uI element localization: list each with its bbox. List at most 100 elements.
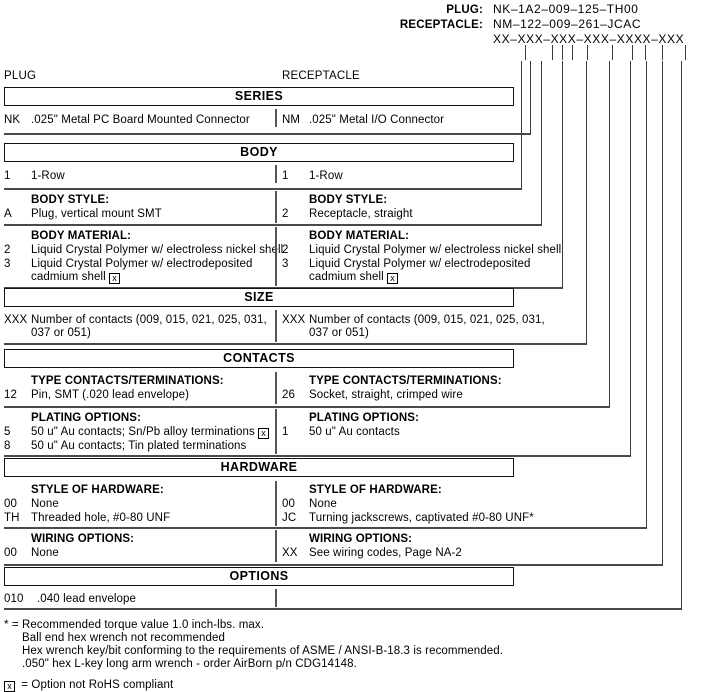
hardware-style-left-code-th: TH — [4, 512, 20, 524]
size-right-edge — [586, 61, 587, 344]
hardware-style-right-heading: STYLE OF HARDWARE: — [309, 484, 442, 496]
column-heading-plug: PLUG — [4, 70, 37, 82]
hardware-style-right-text-00: None — [309, 498, 337, 510]
body-style-left-code: A — [4, 208, 12, 220]
body-style-right-heading: BODY STYLE: — [309, 194, 388, 206]
body-material-left-text-3: Liquid Crystal Polymer w/ electrodeposit… — [31, 258, 253, 270]
hardware-style-left-text-th: Threaded hole, #0-80 UNF — [31, 512, 171, 524]
size-right-text-1: Number of contacts (009, 015, 021, 025, … — [309, 314, 545, 326]
body-style-rule — [4, 224, 542, 226]
body-row1-right-edge — [521, 61, 522, 189]
contacts-type-rule — [4, 406, 610, 408]
hardware-style-right-code-00: 00 — [282, 498, 295, 510]
stem-4 — [572, 45, 573, 60]
body-material-left-code-2: 2 — [4, 244, 11, 256]
section-header-options: OPTIONS — [4, 567, 514, 586]
part-number-header: PLUG: NK–1A2–009–125–TH00 RECEPTACLE: NM… — [0, 2, 705, 47]
stem-1 — [525, 45, 526, 60]
series-left-code: NK — [4, 114, 21, 126]
contacts-type-left-text: Pin, SMT (.020 lead envelope) — [31, 389, 190, 401]
rohs-legend-label: = Option not RoHS compliant — [21, 679, 174, 691]
contacts-type-left-heading: TYPE CONTACTS/TERMINATIONS: — [31, 375, 224, 387]
column-heading-receptacle: RECEPTACLE — [282, 70, 360, 82]
section-header-size: SIZE — [4, 288, 514, 307]
body-material-right-text-3: Liquid Crystal Polymer w/ electrodeposit… — [309, 258, 531, 270]
hardware-style-divider — [275, 481, 277, 526]
plating-right-code-1: 1 — [282, 426, 289, 438]
body-material-right-edge — [562, 61, 563, 288]
wiring-right-code: XX — [282, 547, 298, 559]
size-center-divider — [275, 310, 277, 342]
contacts-type-right-edge — [609, 61, 610, 407]
plating-left-code-5: 5 — [4, 426, 11, 438]
size-bottom-rule — [4, 343, 587, 345]
section-title-options: OPTIONS — [229, 569, 289, 583]
part-number-row-plug: PLUG: NK–1A2–009–125–TH00 — [0, 2, 705, 17]
hardware-style-right-code-jc: JC — [282, 512, 297, 524]
body-row1-divider — [275, 165, 277, 183]
body-material-left-text-3b: cadmium shell x — [31, 271, 121, 284]
footnote-torque-line-3: Hex wrench key/bit conforming to the req… — [22, 645, 504, 657]
body-style-left-text: Plug, vertical mount SMT — [31, 208, 162, 220]
series-center-divider — [275, 109, 277, 127]
options-bottom-rule — [4, 608, 682, 610]
stem-3 — [562, 45, 563, 60]
stem-10 — [685, 45, 686, 60]
body-row1-right-text: 1-Row — [309, 170, 343, 182]
receptacle-part-number: NM–122–009–261–JCAC — [493, 17, 642, 31]
part-number-row-receptacle: RECEPTACLE: NM–122–009–261–JCAC — [0, 17, 705, 32]
section-title-contacts: CONTACTS — [223, 351, 295, 365]
body-material-left-text-3b-label: cadmium shell — [31, 271, 106, 283]
size-left-code: XXX — [4, 314, 28, 326]
body-row1-rule — [4, 188, 522, 190]
contacts-type-right-heading: TYPE CONTACTS/TERMINATIONS: — [309, 375, 502, 387]
plating-left-text-5-label: 50 u" Au contacts; Sn/Pb alloy terminati… — [31, 426, 255, 438]
series-right-edge — [530, 61, 531, 134]
body-row1-right-code: 1 — [282, 170, 289, 182]
series-right-text: .025" Metal I/O Connector — [309, 114, 445, 126]
size-right-code: XXX — [282, 314, 306, 326]
plating-right-edge — [630, 61, 631, 456]
options-right-edge — [681, 61, 682, 609]
hardware-style-rule — [4, 527, 647, 529]
contacts-type-right-code: 26 — [282, 389, 295, 401]
size-right-text-2: 037 or 051) — [309, 327, 369, 339]
body-material-right-code-3: 3 — [282, 258, 289, 270]
body-style-divider — [275, 191, 277, 223]
wiring-right-text: See wiring codes, Page NA-2 — [309, 547, 462, 559]
part-number-mask: XX–XXX–XXX–XXX–XXXX–XXX — [493, 32, 685, 46]
wiring-right-edge — [662, 61, 663, 565]
body-material-left-text-2: Liquid Crystal Polymer w/ electroless ni… — [31, 244, 284, 256]
stem-2 — [552, 45, 553, 60]
body-material-left-heading: BODY MATERIAL: — [31, 230, 131, 242]
size-left-text-2: 037 or 051) — [31, 327, 91, 339]
wiring-right-heading: WIRING OPTIONS: — [309, 533, 413, 545]
wiring-rule — [4, 564, 663, 566]
rohs-exception-icon: x — [387, 273, 399, 284]
rohs-legend: x = Option not RoHS compliant — [4, 679, 173, 692]
contacts-type-divider — [275, 372, 277, 404]
section-header-hardware: HARDWARE — [4, 458, 514, 477]
stem-5 — [587, 45, 588, 60]
plating-left-text-5: 50 u" Au contacts; Sn/Pb alloy terminati… — [31, 426, 270, 439]
series-bottom-rule — [4, 133, 531, 135]
body-style-left-heading: BODY STYLE: — [31, 194, 110, 206]
plating-left-heading: PLATING OPTIONS: — [31, 412, 141, 424]
body-material-right-code-2: 2 — [282, 244, 289, 256]
stem-7 — [632, 45, 633, 60]
part-number-row-mask: XX–XXX–XXX–XXX–XXXX–XXX — [0, 32, 705, 47]
body-style-right-text: Receptacle, straight — [309, 208, 413, 220]
body-material-right-heading: BODY MATERIAL: — [309, 230, 409, 242]
body-row1-left-text: 1-Row — [31, 170, 65, 182]
stem-9 — [662, 45, 663, 60]
body-material-left-code-3: 3 — [4, 258, 11, 270]
body-material-divider — [275, 227, 277, 286]
hardware-style-left-code-00: 00 — [4, 498, 17, 510]
plating-rule — [4, 455, 631, 457]
plating-left-text-8: 50 u" Au contacts; Tin plated terminatio… — [31, 440, 247, 452]
stem-6 — [612, 45, 613, 60]
options-center-divider — [275, 589, 277, 607]
section-title-size: SIZE — [244, 290, 274, 304]
rohs-exception-icon: x — [258, 428, 270, 439]
